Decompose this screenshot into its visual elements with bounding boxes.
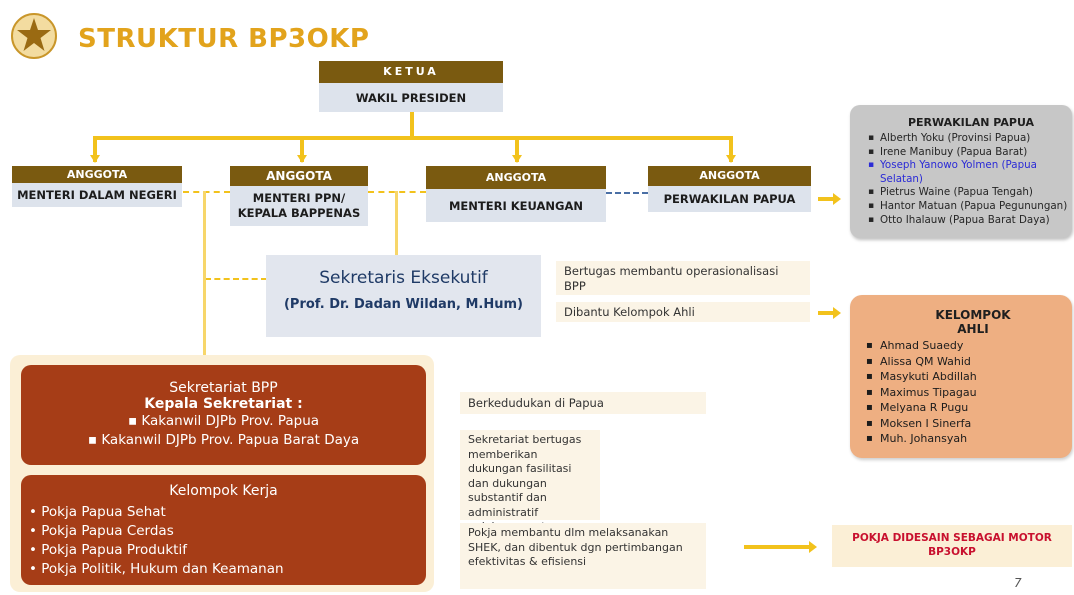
connector-line <box>410 112 414 138</box>
dashed-connector <box>183 191 230 193</box>
list-item: Maximus Tipagau <box>866 385 1072 401</box>
anggota-header: ANGGOTA <box>426 166 606 189</box>
arrow-right-icon <box>818 193 841 205</box>
list-item: Moksen I Sinerfa <box>866 416 1072 432</box>
arrow-right-icon <box>818 307 841 319</box>
pokja-item-text: Pokja Papua Sehat <box>41 504 166 520</box>
ketua-name: WAKIL PRESIDEN <box>319 83 503 112</box>
arrow-head <box>512 155 522 163</box>
note-tugas: Bertugas membantu operasionalisasi BPP <box>556 261 810 295</box>
arrow-head <box>90 155 100 163</box>
garuda-emblem-icon <box>11 13 57 59</box>
motor-line1: POKJA DIDESAIN SEBAGAI MOTOR <box>852 532 1052 544</box>
sekretariat-subtitle: Kepala Sekretariat : <box>144 396 303 412</box>
list-item: Yoseph Yanowo Yolmen (Papua Selatan) <box>868 159 1068 186</box>
kelompok-ahli-panel: KELOMPOK AHLI Ahmad Suaedy Alissa QM Wah… <box>850 295 1072 458</box>
anggota-name: MENTERI PPN/ KEPALA BAPPENAS <box>230 186 368 226</box>
pokja-motor-box: POKJA DIDESAIN SEBAGAI MOTOR BP3OKP <box>832 525 1072 567</box>
sekretariat-title: Sekretariat BPP <box>169 380 278 396</box>
perwakilan-papua-title: PERWAKILAN PAPUA <box>907 116 1035 129</box>
pokja-box: Kelompok Kerja • Pokja Papua Sehat • Pok… <box>21 475 426 585</box>
sekretariat-item: ▪ Kakanwil DJPb Prov. Papua <box>127 413 320 429</box>
kelompok-ahli-list: Ahmad Suaedy Alissa QM Wahid Masykuti Ab… <box>866 338 1072 447</box>
pokja-item: • Pokja Papua Cerdas <box>29 523 174 539</box>
list-item: Melyana R Pugu <box>866 400 1072 416</box>
note-dibantu: Dibantu Kelompok Ahli <box>556 302 810 322</box>
anggota-box-perwakilan: ANGGOTA PERWAKILAN PAPUA <box>648 166 811 212</box>
connector-line <box>729 136 733 162</box>
sekretaris-name: (Prof. Dr. Dadan Wildan, M.Hum) <box>283 297 523 312</box>
pokja-item-text: Pokja Papua Produktif <box>41 542 187 558</box>
connector-line <box>93 136 733 140</box>
anggota-header: ANGGOTA <box>648 166 811 186</box>
arrow-right-icon <box>744 541 817 553</box>
connector-line <box>300 136 304 162</box>
connector-line <box>395 191 398 257</box>
anggota-name: PERWAKILAN PAPUA <box>648 186 811 212</box>
kelompok-ahli-title: KELOMPOK AHLI <box>850 308 1072 336</box>
kelompok-ahli-title-line1: KELOMPOK <box>935 308 1011 322</box>
list-item: Irene Manibuy (Papua Barat) <box>868 146 1068 160</box>
page-number: 7 <box>1014 576 1022 590</box>
anggota-name: MENTERI DALAM NEGERI <box>12 183 182 207</box>
list-item: Otto Ihalauw (Papua Barat Daya) <box>868 214 1068 228</box>
anggota-name-line1: MENTERI PPN/ <box>252 191 346 205</box>
anggota-name-line2: KEPALA BAPPENAS <box>237 206 361 220</box>
arrow-head <box>726 155 736 163</box>
pokja-title: Kelompok Kerja <box>169 483 278 499</box>
list-item: Alberth Yoku (Provinsi Papua) <box>868 132 1068 146</box>
kelompok-ahli-title-line2: AHLI <box>957 322 989 336</box>
anggota-box-bappenas: ANGGOTA MENTERI PPN/ KEPALA BAPPENAS <box>230 166 368 226</box>
sekretariat-item-text: Kakanwil DJPb Prov. Papua <box>141 413 320 429</box>
list-item: Ahmad Suaedy <box>866 338 1072 354</box>
pokja-item-text: Pokja Politik, Hukum dan Keamanan <box>41 561 284 577</box>
perwakilan-list: Alberth Yoku (Provinsi Papua) Irene Mani… <box>868 132 1068 227</box>
list-item: Masykuti Abdillah <box>866 369 1072 385</box>
note-sekretariat-tugas: Sekretariat bertugas memberikan dukungan… <box>460 430 600 548</box>
anggota-box-keuangan: ANGGOTA MENTERI KEUANGAN <box>426 166 606 222</box>
list-item: Muh. Johansyah <box>866 431 1072 447</box>
page-title: STRUKTUR BP3OKP <box>78 24 370 54</box>
list-item: Pietrus Waine (Papua Tengah) <box>868 186 1068 200</box>
note-pokja-tugas: Pokja membantu dlm melaksanakan SHEK, da… <box>460 523 706 589</box>
list-item: Alissa QM Wahid <box>866 354 1072 370</box>
connector-line <box>203 191 206 356</box>
anggota-header: ANGGOTA <box>12 166 182 183</box>
pokja-item-text: Pokja Papua Cerdas <box>41 523 174 539</box>
motor-line2: BP3OKP <box>928 546 976 558</box>
dashed-connector <box>606 192 648 194</box>
ketua-box: KETUA WAKIL PRESIDEN <box>319 61 503 112</box>
sekretaris-eksekutif-box: Sekretaris Eksekutif (Prof. Dr. Dadan Wi… <box>266 255 541 337</box>
connector-line <box>93 136 97 162</box>
pokja-item: • Pokja Papua Sehat <box>29 504 166 520</box>
list-item: Hantor Matuan (Papua Pegunungan) <box>868 200 1068 214</box>
anggota-header: ANGGOTA <box>230 166 368 186</box>
note-kedudukan: Berkedudukan di Papua <box>460 392 706 414</box>
perwakilan-papua-panel: PERWAKILAN PAPUA Alberth Yoku (Provinsi … <box>850 105 1072 238</box>
sekretariat-bpp-box: Sekretariat BPP Kepala Sekretariat : ▪ K… <box>21 365 426 465</box>
pokja-item: • Pokja Papua Produktif <box>29 542 187 558</box>
arrow-head <box>297 155 307 163</box>
connector-line <box>515 136 519 162</box>
anggota-box-mendagri: ANGGOTA MENTERI DALAM NEGERI <box>12 166 182 207</box>
pokja-item: • Pokja Politik, Hukum dan Keamanan <box>29 561 284 577</box>
sekretariat-item-text: Kakanwil DJPb Prov. Papua Barat Daya <box>101 432 360 448</box>
sekretariat-item: ▪ Kakanwil DJPb Prov. Papua Barat Daya <box>87 432 360 448</box>
ketua-header: KETUA <box>319 61 503 83</box>
anggota-name: MENTERI KEUANGAN <box>426 189 606 222</box>
sekretaris-title: Sekretaris Eksekutif <box>319 268 488 288</box>
dashed-connector <box>205 278 267 280</box>
